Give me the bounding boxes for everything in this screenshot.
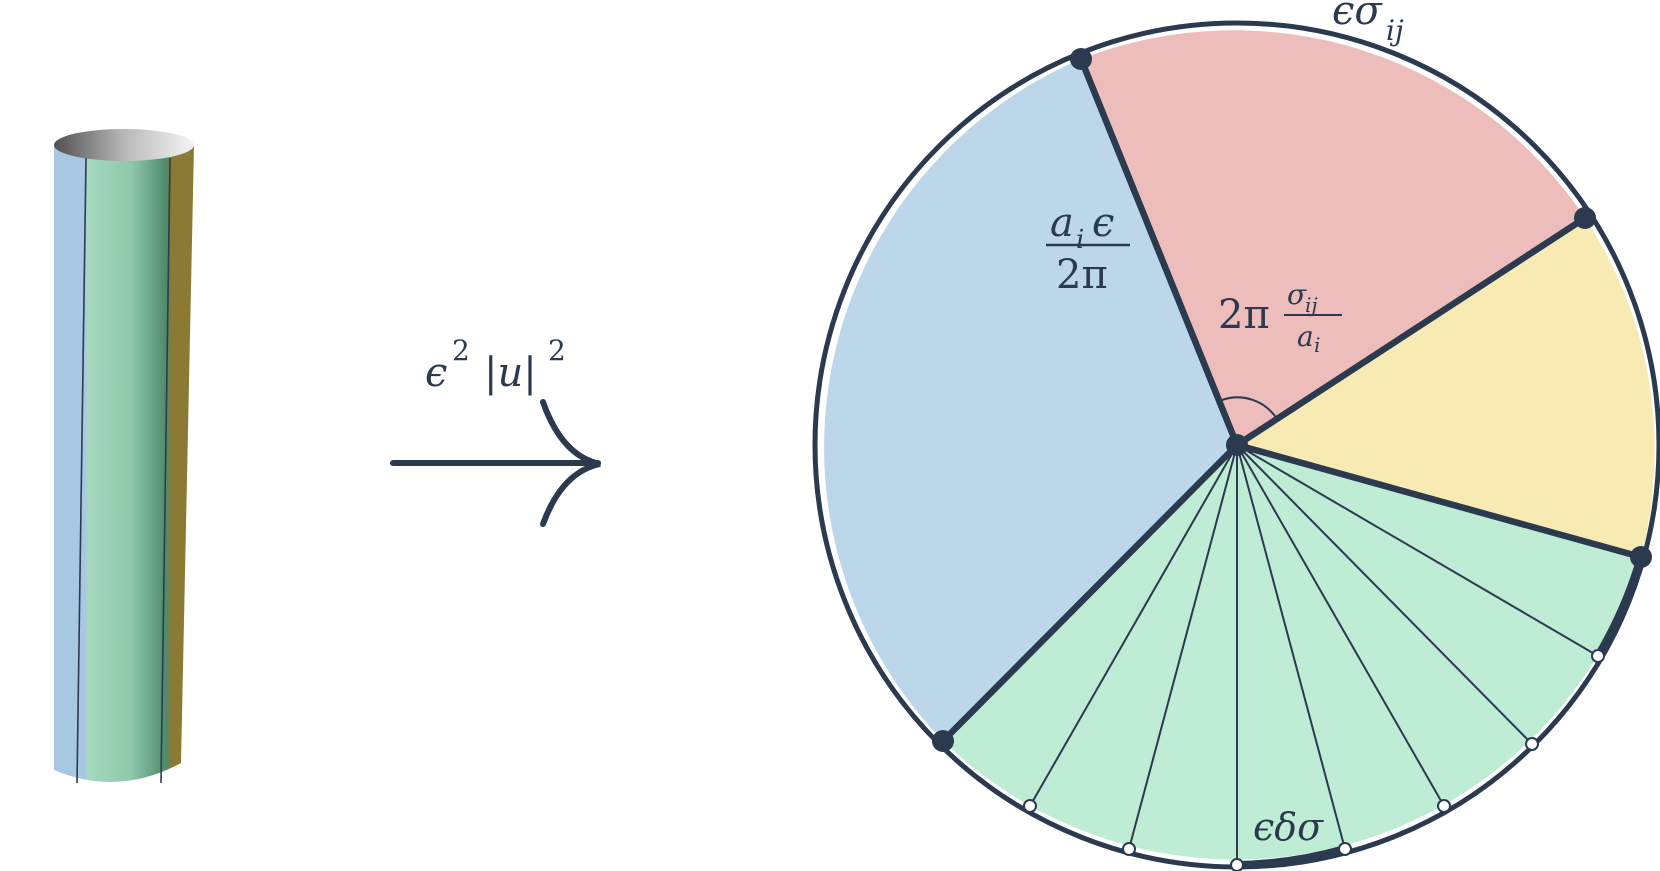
angle-denominator-subscript: i bbox=[1314, 333, 1320, 357]
small-node bbox=[1338, 842, 1352, 856]
angle-denominator: a bbox=[1297, 320, 1314, 353]
map-abs: |u| bbox=[484, 350, 537, 396]
arc-label: ϵσ ij bbox=[1332, 0, 1404, 47]
arrow-head bbox=[540, 399, 601, 527]
small-node bbox=[1525, 737, 1539, 751]
boundary-node bbox=[1574, 207, 1596, 229]
small-node bbox=[1122, 842, 1136, 856]
angle-marker bbox=[1221, 396, 1278, 420]
fraction-numerator-subscript: i bbox=[1076, 225, 1084, 255]
radius-fraction: a i ϵ 2π bbox=[1046, 200, 1130, 298]
arc-label-subscript: ij bbox=[1386, 14, 1404, 47]
boundary-line bbox=[1077, 55, 1241, 449]
arc-label-main: ϵσ bbox=[1332, 0, 1383, 34]
sector-red bbox=[1081, 30, 1585, 446]
boundary-node bbox=[932, 730, 954, 752]
boundary-line bbox=[939, 441, 1241, 745]
boundary-line bbox=[1233, 441, 1645, 561]
spoke bbox=[1236, 444, 1346, 850]
spoke bbox=[1236, 444, 1599, 657]
disc bbox=[812, 20, 1660, 871]
angle-numerator-subscript: ij bbox=[1305, 293, 1318, 317]
small-nodes bbox=[1023, 649, 1605, 871]
angle-prefix: 2π bbox=[1218, 292, 1270, 338]
angle-label: 2π σ ij a i bbox=[1218, 278, 1342, 357]
boundary-line bbox=[1233, 214, 1589, 449]
spoke bbox=[1029, 444, 1238, 807]
center-node bbox=[1226, 434, 1248, 456]
map-abs-exponent: 2 bbox=[548, 334, 566, 367]
fraction-denominator: 2π bbox=[1056, 252, 1108, 298]
cylinder-seam-line bbox=[160, 157, 171, 784]
arc-highlight bbox=[1236, 845, 1347, 869]
map-arrow bbox=[390, 399, 601, 527]
cylinder-top-opening bbox=[54, 129, 194, 161]
fraction-numerator-tail: ϵ bbox=[1092, 200, 1114, 246]
small-node bbox=[1023, 799, 1037, 813]
small-node bbox=[1437, 799, 1451, 813]
small-node bbox=[1230, 858, 1244, 871]
green-spokes bbox=[1029, 444, 1599, 865]
map-base: ϵ bbox=[425, 350, 447, 396]
cylinder-seam-line bbox=[76, 157, 87, 784]
map-label: ϵ 2 |u| 2 bbox=[425, 334, 566, 396]
small-node bbox=[1591, 649, 1605, 663]
fraction-numerator: a bbox=[1050, 200, 1074, 246]
sector-blue bbox=[824, 59, 1237, 741]
cylinder bbox=[54, 129, 194, 784]
spoke bbox=[1236, 444, 1533, 745]
boundary-node bbox=[1070, 48, 1092, 70]
angle-numerator: σ bbox=[1287, 278, 1307, 311]
boundary-node bbox=[1630, 546, 1652, 568]
spoke bbox=[1236, 444, 1445, 807]
map-base-exponent: 2 bbox=[452, 334, 470, 367]
sector-boundaries bbox=[939, 55, 1645, 745]
spoke bbox=[1128, 444, 1238, 850]
cylinder-body bbox=[54, 145, 194, 782]
large-nodes bbox=[932, 48, 1652, 752]
small-arc-label: ϵδσ bbox=[1253, 805, 1324, 849]
